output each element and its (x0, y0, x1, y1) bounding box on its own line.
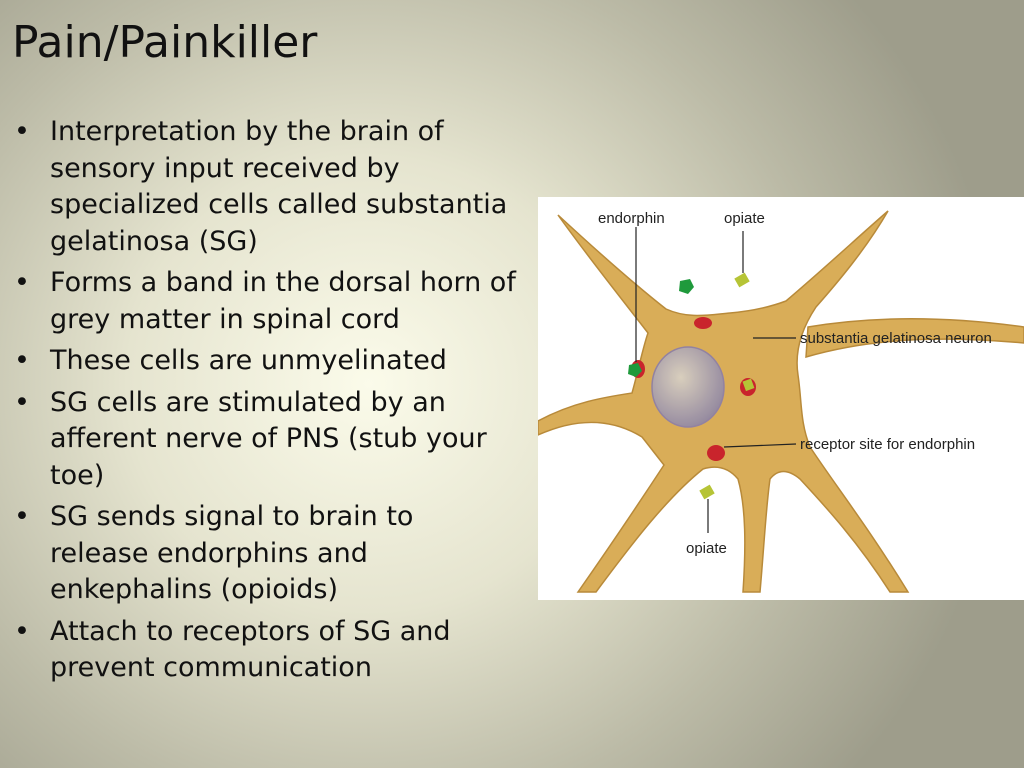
receptor-site (707, 445, 725, 461)
leader-lines (635, 227, 797, 533)
label-opiate-bottom: opiate (686, 540, 727, 557)
neuron-body (538, 210, 910, 593)
bullet-item: • SG cells are stimulated by an afferent … (14, 385, 519, 495)
sg-neuron-cell (538, 210, 1024, 593)
bullet-item: • Attach to receptors of SG and prevent c… (14, 614, 519, 687)
dendrite-right (805, 317, 1024, 359)
bullet-item: • SG sends signal to brain to release end… (14, 499, 519, 609)
bullet-list: • Interpretation by the brain of sensory … (14, 114, 519, 692)
neuron-diagram: endorphin opiate substantia gelatinosa n… (538, 197, 1024, 600)
bullet-dot: • (14, 267, 30, 298)
receptor-site (694, 317, 712, 329)
opiate-molecule (734, 272, 750, 288)
bullet-dot: • (14, 615, 30, 647)
bullet-dot: • (14, 116, 30, 147)
slide-title: Pain/Painkiller (12, 17, 318, 68)
bullet-text: Forms a band in the dorsal horn of grey … (50, 267, 516, 335)
nucleus (651, 346, 725, 428)
label-sg-neuron: substantia gelatinosa neuron (800, 330, 992, 347)
bullet-dot: • (14, 386, 30, 418)
opiate-molecule-bound (742, 378, 755, 392)
opiate-molecules (699, 272, 755, 500)
opiate-molecule (699, 484, 715, 500)
bullet-dot: • (14, 345, 30, 376)
bullet-dot: • (14, 501, 30, 532)
endorphin-molecules (628, 279, 694, 377)
bullet-text: These cells are unmyelinated (50, 345, 447, 376)
bullet-text: Attach to receptors of SG and prevent co… (50, 615, 451, 684)
bullet-text: Interpretation by the brain of sensory i… (50, 116, 508, 257)
label-receptor-site: receptor site for endorphin (800, 436, 975, 453)
label-endorphin: endorphin (598, 210, 665, 227)
bullet-text: SG sends signal to brain to release endo… (50, 501, 414, 605)
bullet-item: • Interpretation by the brain of sensory … (14, 114, 519, 260)
neuron-illustration: endorphin opiate substantia gelatinosa n… (538, 210, 1024, 593)
endorphin-molecule-bound (628, 363, 642, 377)
bullet-text: SG cells are stimulated by an afferent n… (50, 386, 487, 491)
bullet-item: • These cells are unmyelinated (14, 343, 519, 380)
label-opiate-top: opiate (724, 210, 765, 227)
bullet-item: • Forms a band in the dorsal horn of grey… (14, 265, 519, 338)
endorphin-molecule (679, 279, 694, 294)
leader-line-receptor (723, 443, 797, 448)
